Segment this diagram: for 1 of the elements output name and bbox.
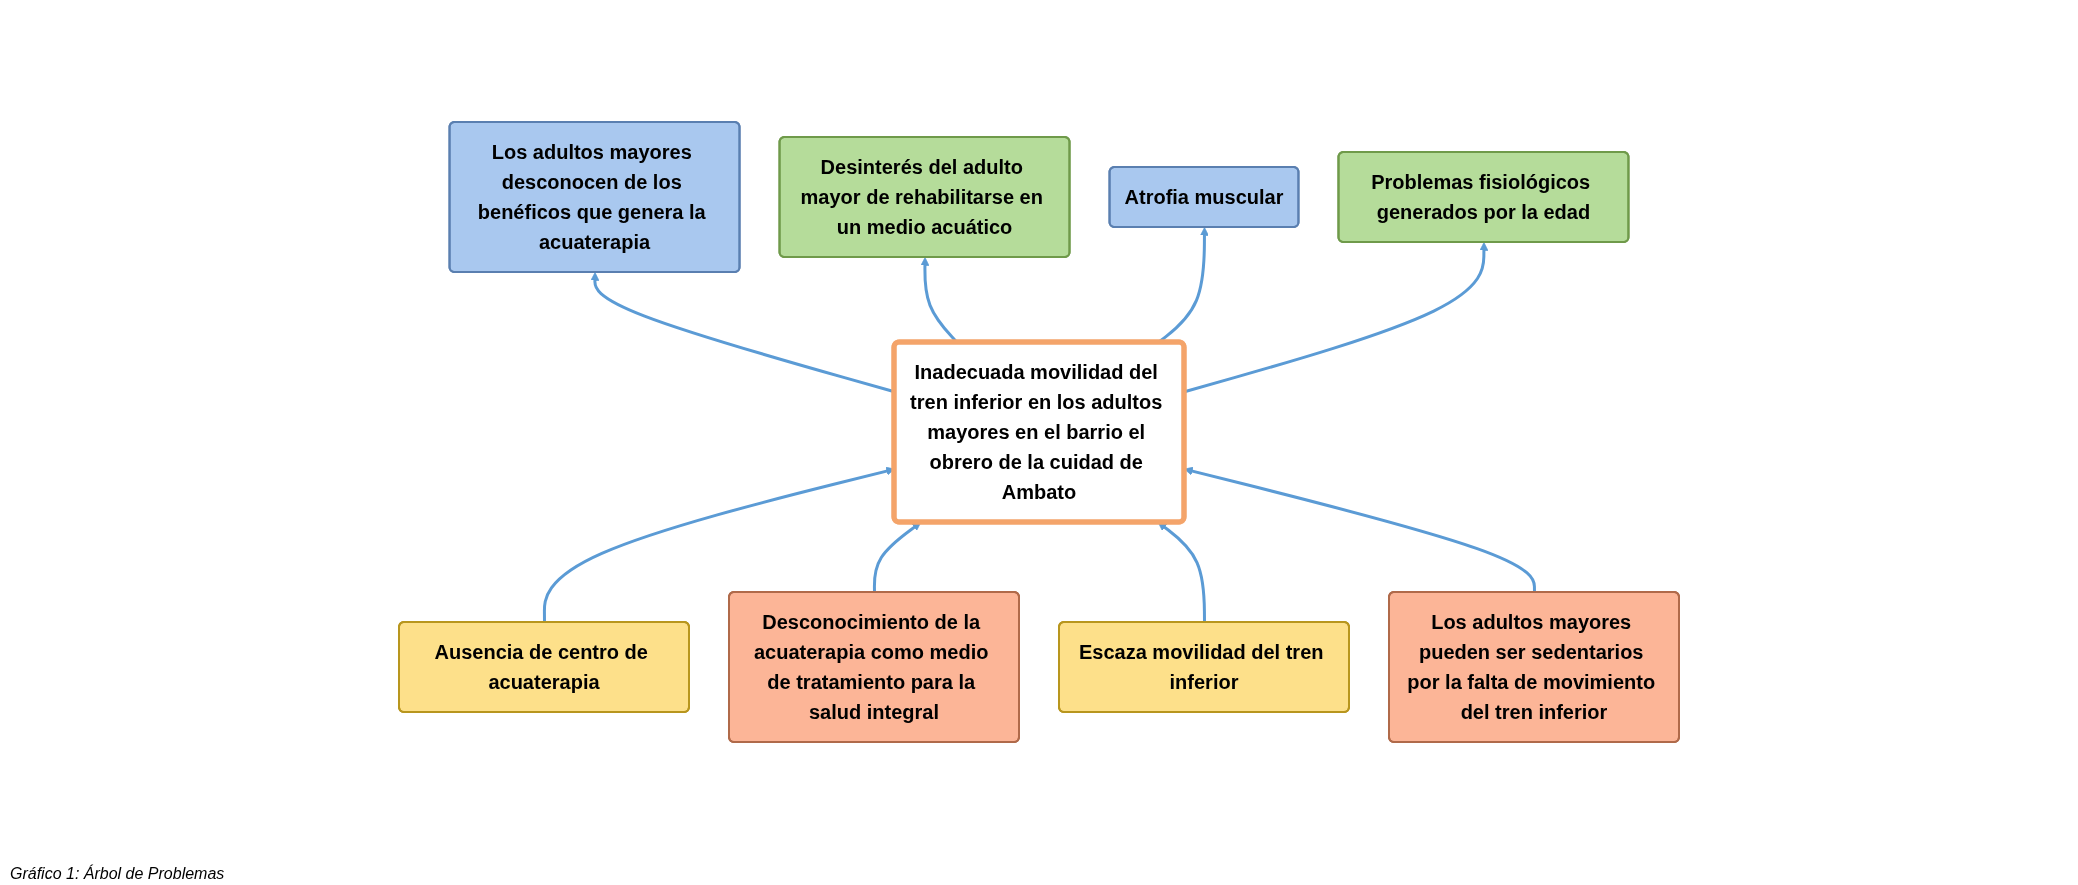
caption: Gráfico 1: Árbol de Problemas — [10, 865, 225, 883]
